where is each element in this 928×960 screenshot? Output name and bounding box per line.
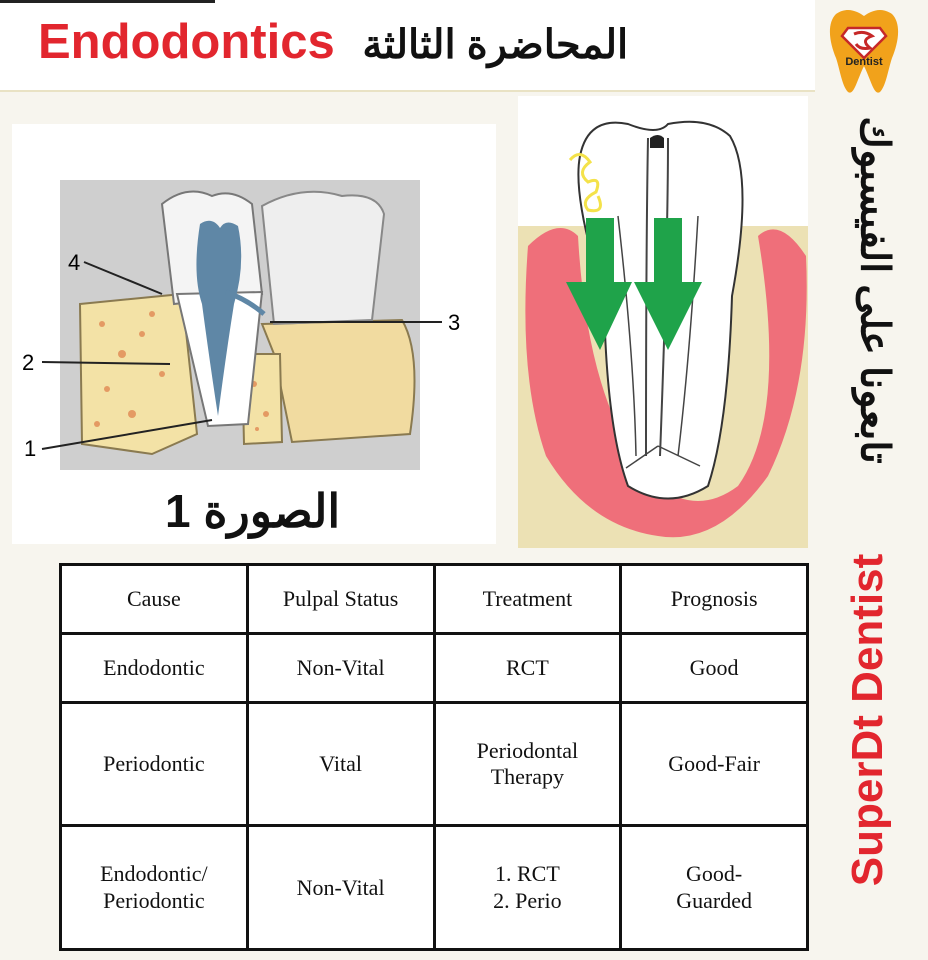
label-2: 2 (22, 350, 34, 375)
table-header-row: Cause Pulpal Status Treatment Prognosis (59, 563, 809, 635)
title-english: Endodontics (38, 15, 335, 69)
superman-tooth-logo-icon: Dentist (826, 6, 902, 96)
table-cell: Endodontic (59, 631, 249, 704)
brand-vertical: SuperDt Dentist (838, 500, 898, 940)
table-cell: Endodontic/ Periodontic (59, 824, 249, 951)
table-cell: RCT (432, 631, 623, 704)
label-4: 4 (68, 250, 80, 275)
header-cell-pulpal-status: Pulpal Status (245, 563, 436, 635)
table-cell: Good-Fair (619, 700, 809, 828)
downward-arrow-icon (566, 218, 632, 350)
diagnosis-table: Cause Pulpal Status Treatment Prognosis … (59, 563, 809, 951)
table-cell: Good (619, 631, 809, 704)
table-cell: Periodontic (59, 700, 249, 828)
header-bar: Endodontics المحاضرة الثالثة (0, 0, 815, 92)
table-row: Periodontic Vital Periodontal Therapy Go… (59, 700, 809, 828)
title-arabic: المحاضرة الثالثة (362, 23, 629, 67)
header-cell-cause: Cause (59, 563, 249, 635)
figure-2-root-canal-diagram (518, 96, 808, 548)
header-rule (0, 0, 215, 3)
header-cell-prognosis: Prognosis (619, 563, 809, 635)
table-cell: Non-Vital (245, 631, 436, 704)
table-cell: Good- Guarded (619, 824, 809, 951)
brand-label: SuperDt Dentist (843, 553, 893, 887)
logo-text: Dentist (845, 56, 883, 68)
facebook-follow-label: تابعونا على الفيسبوك (853, 116, 897, 464)
label-3: 3 (448, 310, 460, 335)
header-cell-treatment: Treatment (432, 563, 623, 635)
table-cell: 1. RCT 2. Perio (432, 824, 623, 951)
table-cell: Periodontal Therapy (432, 700, 623, 828)
downward-arrow-icon (634, 218, 702, 350)
label-1: 1 (24, 436, 36, 461)
facebook-follow-text: تابعونا على الفيسبوك (853, 110, 897, 470)
table-row: Endodontic/ Periodontic Non-Vital 1. RCT… (59, 824, 809, 951)
table-cell: Vital (245, 700, 436, 828)
page-title: Endodontics المحاضرة الثالثة (38, 14, 628, 70)
root-canal-svg (518, 96, 808, 548)
figure-1-tooth-cross-section: 4 2 1 3 (12, 124, 496, 544)
table-cell: Non-Vital (245, 824, 436, 951)
table-row: Endodontic Non-Vital RCT Good (59, 631, 809, 704)
figure-1-caption: الصورة 1 (165, 485, 341, 537)
tooth-diagram-svg: 4 2 1 3 (22, 180, 460, 470)
